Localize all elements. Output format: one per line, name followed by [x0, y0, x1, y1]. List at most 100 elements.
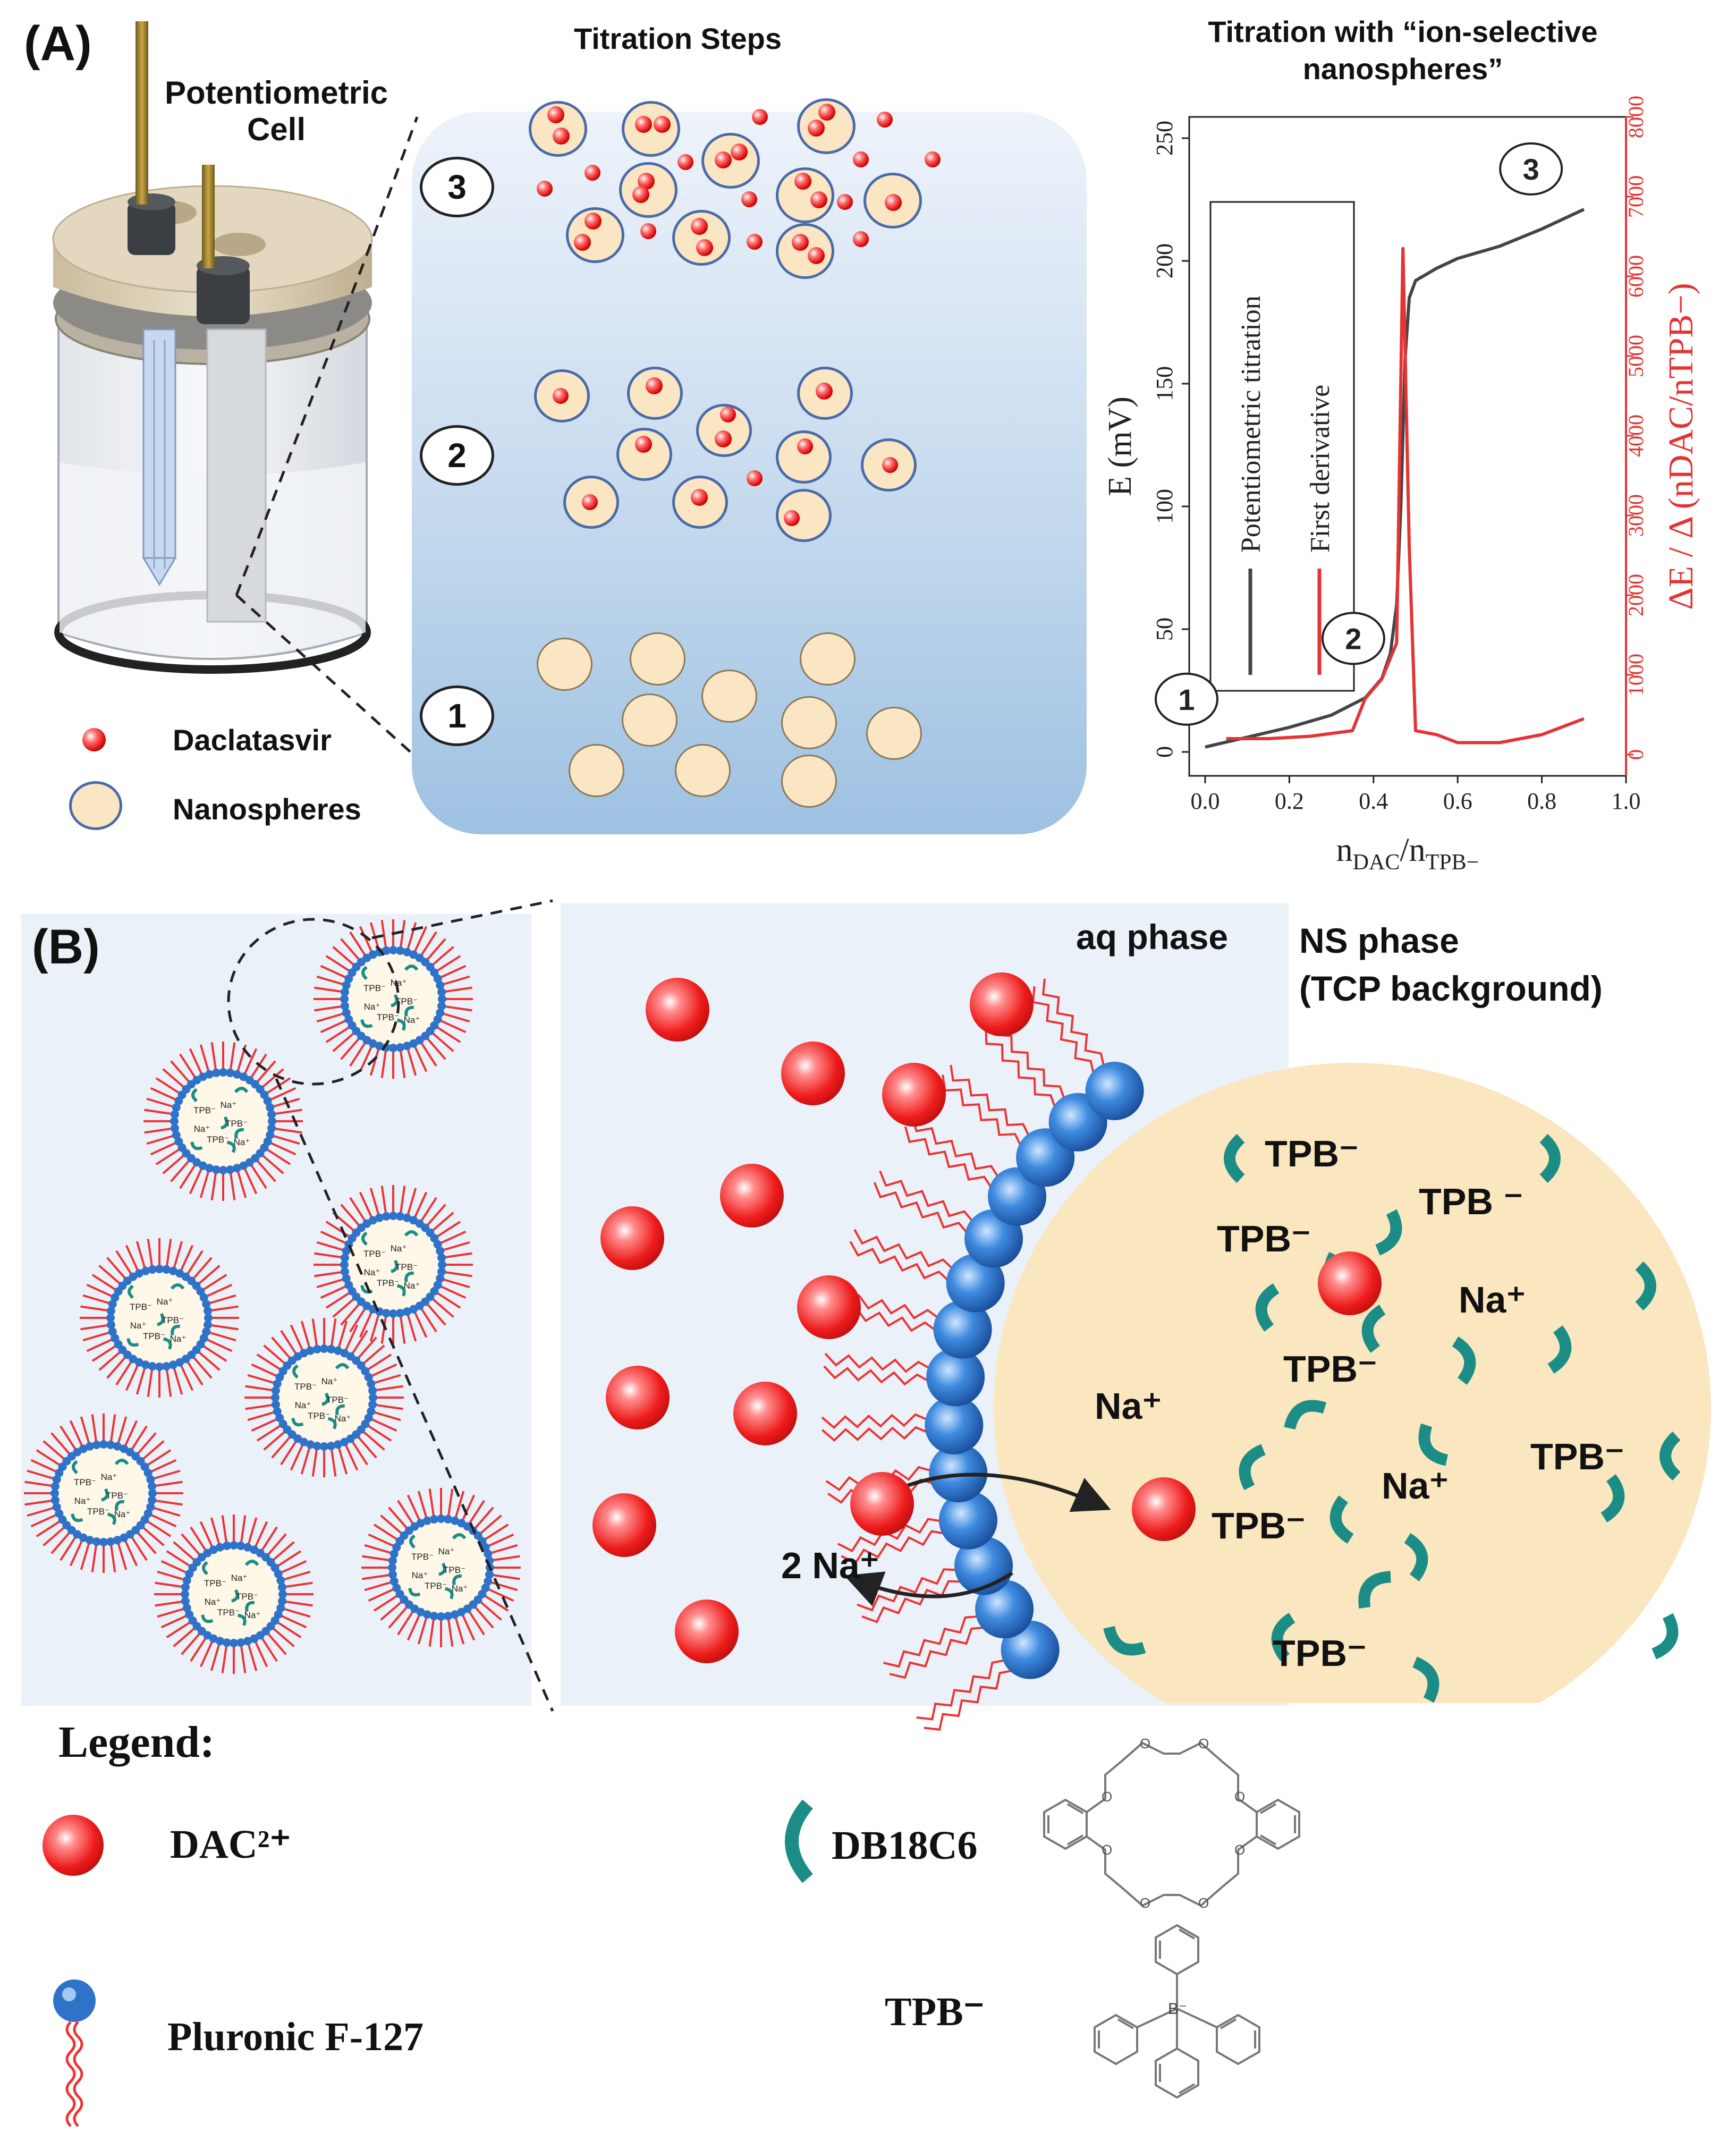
- pluronic-tail: [185, 1359, 204, 1386]
- pluronic-tail: [151, 1506, 181, 1517]
- pluronic-tail: [136, 1530, 157, 1554]
- pluronic-tail: [473, 1507, 494, 1530]
- daclatasvir: [691, 489, 708, 506]
- mini-ion-label: Na⁺: [295, 1400, 311, 1410]
- pluronic-tail: [147, 1367, 154, 1397]
- pluronic-tail: [447, 1617, 454, 1647]
- pluronic-tail: [165, 1239, 172, 1268]
- mini-ion-label: TPB⁻: [193, 1105, 216, 1115]
- daclatasvir: [715, 151, 732, 168]
- pluronic-head: [396, 946, 405, 955]
- pluronic-tail: [155, 1147, 182, 1165]
- pluronic-tail: [150, 1141, 178, 1156]
- pluronic-tail: [397, 1500, 415, 1526]
- pluronic-tail: [340, 938, 361, 962]
- pluronic-head: [168, 1360, 177, 1369]
- pluronic-tail: [372, 1374, 401, 1385]
- pluronic-tail: [115, 1359, 133, 1386]
- svg-text:O: O: [1140, 1895, 1150, 1911]
- pluronic-head: [99, 1440, 108, 1449]
- pluronic-tail: [344, 1324, 359, 1352]
- pluronic-head: [340, 987, 349, 996]
- nanosphere: [537, 638, 592, 691]
- pluronic-tail: [406, 1188, 417, 1217]
- pluronic-head: [219, 1068, 227, 1077]
- pluronic-tail: [210, 1042, 217, 1072]
- tpb-label: TPB⁻: [1212, 1505, 1306, 1546]
- mini-ion-label: Na⁺: [170, 1334, 187, 1344]
- pluronic-tail: [275, 1620, 302, 1638]
- pluronic-tail: [181, 1533, 202, 1557]
- pluronic-head: [141, 1360, 150, 1369]
- pluronic-tail: [166, 1550, 192, 1568]
- daclatasvir: [646, 377, 663, 394]
- pluronic-tail: [247, 1374, 276, 1385]
- pluronic-tail: [447, 1488, 454, 1518]
- pluronic-chain: [1031, 986, 1095, 1074]
- mini-ion-label: Na⁺: [114, 1509, 131, 1519]
- pluronic-tail: [36, 1449, 62, 1467]
- pluronic-head: [344, 1281, 353, 1290]
- pluronic-tail: [179, 1245, 194, 1273]
- crown-ether: [452, 1574, 462, 1586]
- pluronic-head: [134, 1269, 143, 1278]
- crown-ether: [237, 1613, 247, 1626]
- pluronic-tail: [454, 1491, 465, 1520]
- pluronic-head: [436, 981, 445, 990]
- nanosphere: [701, 670, 757, 723]
- pluronic-chain: [849, 1241, 949, 1282]
- pluronic-tail: [36, 1519, 62, 1537]
- pluronic-tail: [116, 1416, 128, 1445]
- crown-ether: [361, 1231, 368, 1246]
- pluronic-head: [389, 1577, 399, 1586]
- pluronic-tail: [311, 1318, 318, 1348]
- crown-ether: [404, 1005, 414, 1017]
- pluronic-tail: [366, 1424, 392, 1442]
- pluronic-tail: [27, 1469, 56, 1480]
- pluronic-head: [106, 1440, 115, 1449]
- pluronic-head: [340, 995, 349, 1003]
- nanosphere-interior: [994, 1063, 1711, 1703]
- pluronic-chain: [853, 1229, 953, 1270]
- pluronic-tail: [441, 975, 470, 986]
- pluronic-tail: [179, 1053, 197, 1080]
- pluronic-head: [232, 1164, 241, 1173]
- pluronic-tail: [109, 1543, 116, 1572]
- pluronic-tail: [290, 1443, 304, 1471]
- mini-ion-label: TPB⁻: [130, 1302, 152, 1312]
- pluronic-tail: [275, 1550, 302, 1568]
- point-marker: [1155, 672, 1218, 726]
- daclatasvir: [553, 128, 570, 145]
- crown-ether: [1329, 1495, 1354, 1544]
- pluronic-head: [436, 1274, 445, 1283]
- nanosphere: [622, 693, 678, 747]
- pluronic-head: [181, 1597, 190, 1606]
- mini-ion-label: Na⁺: [335, 1414, 351, 1424]
- crown-ether: [101, 1488, 109, 1502]
- first-derivative-line: [1226, 247, 1585, 744]
- daclatasvir: [582, 494, 598, 510]
- daclatasvir: [837, 194, 853, 210]
- pluronic-head: [402, 1213, 411, 1222]
- pluronic-tail: [417, 1615, 428, 1645]
- pluronic-tail: [207, 1331, 236, 1342]
- crown-ether: [234, 1128, 244, 1139]
- tpb-label: TPB⁻: [1217, 1218, 1311, 1259]
- pluronic-tail: [435, 1221, 461, 1239]
- pluronic-tail: [151, 1469, 181, 1480]
- pluronic-tail: [380, 920, 387, 950]
- panel-b-label: (B): [32, 920, 100, 974]
- pluronic-head: [306, 1346, 315, 1355]
- pluronic-head: [389, 1212, 397, 1220]
- mini-ion-label: TPB⁻: [225, 1119, 248, 1129]
- db18c6-legend-label: DB18C6: [832, 1823, 978, 1868]
- daclatasvir: [752, 109, 768, 125]
- pluronic-head: [148, 1496, 157, 1505]
- pluronic-tail: [369, 1417, 397, 1432]
- crown-ether: [396, 1018, 406, 1031]
- pluronic-tail: [80, 1324, 110, 1331]
- pluronic-tail: [280, 1439, 298, 1466]
- y2-tick-label: 1000: [1624, 654, 1648, 696]
- daclatasvir: [747, 470, 763, 486]
- svg-text:O: O: [1102, 1789, 1112, 1805]
